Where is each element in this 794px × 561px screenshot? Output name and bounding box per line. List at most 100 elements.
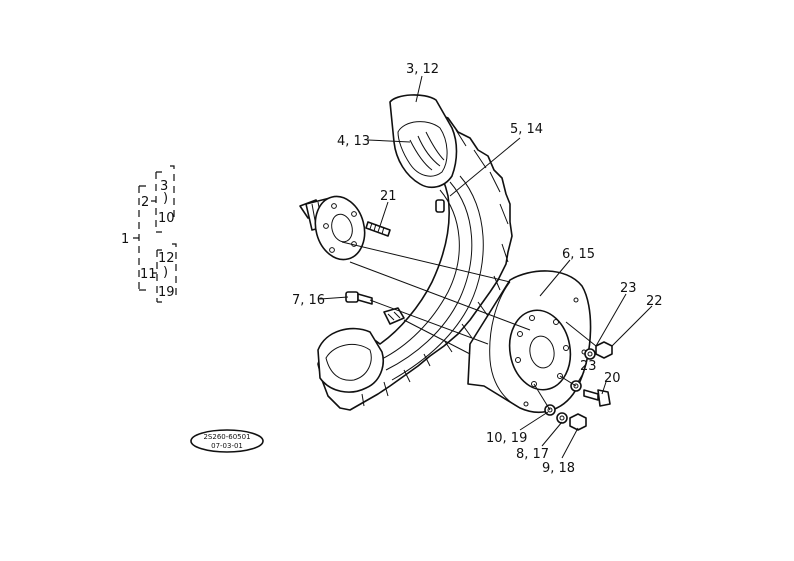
washer-8-17-hole xyxy=(559,415,565,421)
tube-upper-body xyxy=(389,94,458,189)
tree-group-b-from: 12 xyxy=(158,251,175,266)
assembly-lines xyxy=(341,241,597,411)
disc-outer-hole-3 xyxy=(523,401,529,407)
leaders xyxy=(319,75,653,459)
assembly-line-3 xyxy=(369,299,489,345)
leader-7-16 xyxy=(319,296,349,300)
disc-hole-6 xyxy=(515,357,521,363)
callout-9-18: 9, 18 xyxy=(542,461,575,476)
hub-bolt-hole-2 xyxy=(351,211,357,217)
tree-group-a-to: 10 xyxy=(158,211,175,226)
disc-hole-7 xyxy=(517,331,523,337)
drawing-stamp: 2S260-60501 07-03-01 xyxy=(190,429,264,453)
leader-23-upper xyxy=(595,293,627,347)
hub-bolt-hole-1 xyxy=(331,203,337,209)
callouts: 3, 12 4, 13 5, 14 21 6, 15 7, 16 23 22 2… xyxy=(292,62,663,476)
stud-thread xyxy=(369,222,385,235)
leader-10-19 xyxy=(519,411,549,431)
valve xyxy=(435,199,445,213)
leader-3-12 xyxy=(415,75,423,103)
leader-4-13 xyxy=(367,139,411,143)
leader-20 xyxy=(601,381,607,395)
tyre-inner-arc-3 xyxy=(391,175,484,381)
callout-21: 21 xyxy=(380,189,397,204)
assembly-line-4 xyxy=(403,319,471,355)
tree-group-b-to: 19 xyxy=(158,285,175,300)
callout-23-lower: 23 xyxy=(580,359,597,374)
assembly-line-5 xyxy=(565,321,597,347)
stamp-oval xyxy=(190,429,264,453)
tube-lower-rim xyxy=(325,343,372,381)
assembly-line-1 xyxy=(341,241,511,283)
tree-group-a-from: 3 xyxy=(160,179,168,194)
bolt-20-shank xyxy=(583,389,599,401)
callout-6-15: 6, 15 xyxy=(562,247,595,262)
callout-23-upper: 23 xyxy=(620,281,637,296)
stud xyxy=(365,221,391,237)
clamp-detail xyxy=(387,311,401,321)
tyre xyxy=(317,99,513,411)
callout-3-12: 3, 12 xyxy=(406,62,439,77)
disc-bore xyxy=(529,335,555,369)
leader-8-17 xyxy=(541,421,563,447)
washer-23-upper-hole xyxy=(587,351,593,357)
leader-5-14 xyxy=(449,137,521,197)
part-tree: 1 2 3 ) 10 11 12 ) 19 xyxy=(121,165,177,303)
bolt-7-16 xyxy=(345,291,373,305)
callout-22: 22 xyxy=(646,294,663,309)
tree-group-b-label: 11 xyxy=(140,267,157,282)
callout-20: 20 xyxy=(604,371,621,386)
tube-upper-rim xyxy=(397,121,448,177)
tyre-inner-arc-1 xyxy=(379,189,460,361)
disc-hole-4 xyxy=(557,373,563,379)
disc-hole-2 xyxy=(553,319,559,325)
wheel-disc xyxy=(467,270,592,413)
tree-group-b-range: ) xyxy=(163,265,168,280)
disc-center xyxy=(508,309,572,391)
tube-lower xyxy=(317,327,384,393)
tree-root-bracket xyxy=(133,185,150,291)
clamp xyxy=(383,307,405,325)
tree-group-a-side xyxy=(170,165,175,218)
assembly-line-2 xyxy=(349,261,531,331)
clamp-body xyxy=(383,307,405,325)
tree-group-a-bracket xyxy=(151,171,162,233)
washer-8-17 xyxy=(556,412,568,424)
tree-group-b-bracket xyxy=(153,249,162,303)
washer-10-19-hole xyxy=(547,407,553,413)
tube-upper xyxy=(389,94,458,189)
leader-23-lower xyxy=(577,371,585,383)
callout-8-17: 8, 17 xyxy=(516,447,549,462)
assembly-line-7 xyxy=(533,383,551,411)
leader-6-15 xyxy=(539,259,571,297)
leader-9-18 xyxy=(561,427,579,459)
hub-bore xyxy=(331,213,353,243)
leader-21 xyxy=(379,201,389,227)
washer-23-upper xyxy=(584,348,596,360)
callout-10-19: 10, 19 xyxy=(486,431,527,446)
nut-9-18 xyxy=(569,413,587,431)
tree-group-a-range: ) xyxy=(163,191,168,206)
stud-body xyxy=(365,221,391,237)
tyre-inner-arc-2 xyxy=(385,181,473,371)
stamp-line-2: 07-03-01 xyxy=(211,442,243,450)
tree-group-a-label: 2 xyxy=(141,195,149,210)
tyre-lugs xyxy=(361,129,509,407)
bolt-20-head xyxy=(597,389,611,407)
callout-5-14: 5, 14 xyxy=(510,122,543,137)
assembly-line-6 xyxy=(559,375,577,387)
disc-outer-hole-1 xyxy=(573,297,579,303)
hub-bolt-hole-4 xyxy=(329,247,335,253)
tube-upper-ribs xyxy=(409,131,445,171)
hub-flange xyxy=(299,195,366,261)
callout-4-13: 4, 13 xyxy=(337,134,370,149)
tree-root-label: 1 xyxy=(121,232,129,247)
disc-hole-5 xyxy=(531,381,537,387)
tree-group-b-side xyxy=(172,243,177,300)
hub-bolt-hole-5 xyxy=(323,223,329,229)
callout-7-16: 7, 16 xyxy=(292,293,325,308)
leader-22 xyxy=(611,305,653,347)
bolt-shank xyxy=(357,293,373,305)
washer-23-lower-hole xyxy=(573,383,579,389)
